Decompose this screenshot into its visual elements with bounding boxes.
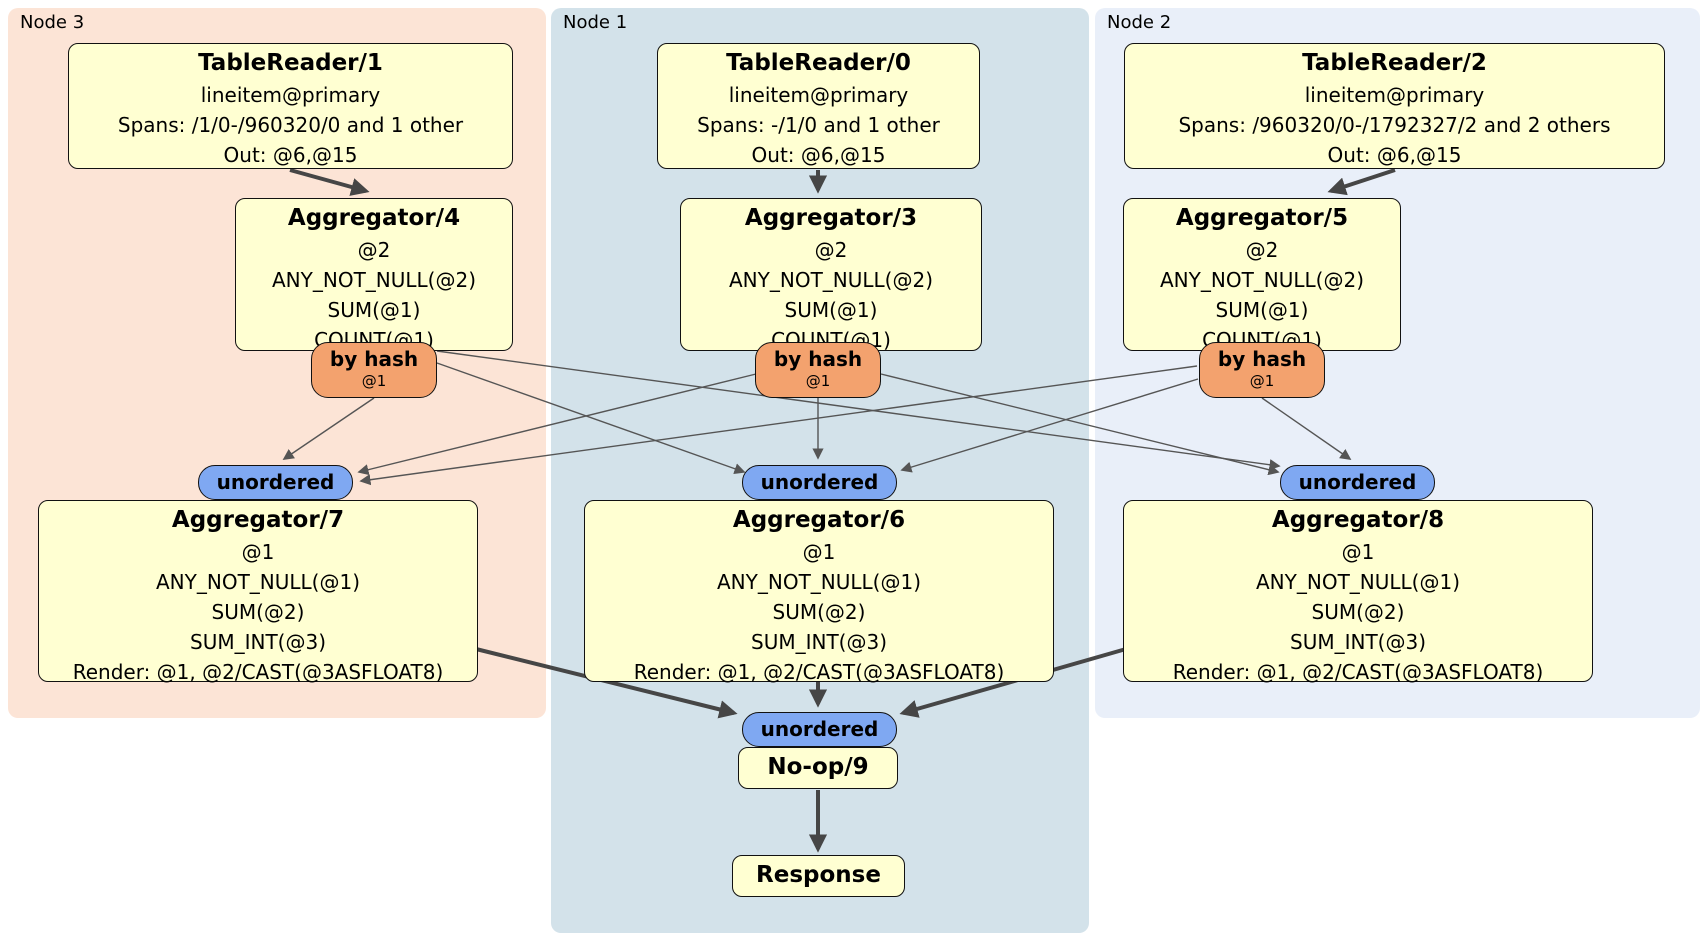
processor-detail: ANY_NOT_NULL(@1) bbox=[156, 570, 360, 594]
processor-title: Aggregator/4 bbox=[287, 205, 461, 231]
processor-detail: Spans: /1/0-/960320/0 and 1 other bbox=[117, 113, 464, 137]
processor-detail: @1 bbox=[241, 540, 275, 564]
processor-detail: SUM_INT(@3) bbox=[190, 630, 326, 654]
panel-node-1-label: Node 1 bbox=[563, 12, 628, 33]
processor-detail: lineitem@primary bbox=[200, 83, 381, 107]
processor-title: Aggregator/6 bbox=[732, 507, 906, 533]
processor-detail: ANY_NOT_NULL(@2) bbox=[729, 268, 933, 292]
processor-detail: @2 bbox=[1245, 238, 1279, 262]
processor-title: Aggregator/3 bbox=[744, 205, 918, 231]
unordered-sync-final: unordered bbox=[742, 712, 897, 747]
aggregator-4-box: Aggregator/4 @2 ANY_NOT_NULL(@2) SUM(@1)… bbox=[235, 198, 513, 352]
panel-node-3-label: Node 3 bbox=[20, 12, 85, 33]
router-label: by hash bbox=[329, 347, 419, 371]
processor-detail: SUM_INT(@3) bbox=[1290, 630, 1426, 654]
processor-detail: SUM(@2) bbox=[1311, 600, 1405, 624]
processor-detail: Render: @1, @2/CAST(@3ASFLOAT8) bbox=[72, 660, 444, 684]
processor-detail: Out: @6,@15 bbox=[751, 143, 886, 167]
by-hash-router-node3: by hash @1 bbox=[311, 342, 437, 398]
router-label: by hash bbox=[1217, 347, 1307, 371]
aggregator-7-box: Aggregator/7 @1 ANY_NOT_NULL(@1) SUM(@2)… bbox=[38, 500, 478, 684]
processor-detail: lineitem@primary bbox=[728, 83, 909, 107]
router-columns: @1 bbox=[805, 372, 831, 390]
processor-detail: SUM(@2) bbox=[772, 600, 866, 624]
unordered-sync-left: unordered bbox=[198, 465, 353, 500]
processor-title: TableReader/2 bbox=[1302, 50, 1487, 76]
processor-detail: Spans: -/1/0 and 1 other bbox=[697, 113, 940, 137]
processor-detail: @1 bbox=[802, 540, 836, 564]
router-columns: @1 bbox=[361, 372, 387, 390]
processor-detail: ANY_NOT_NULL(@2) bbox=[272, 268, 476, 292]
processor-detail: @1 bbox=[1341, 540, 1375, 564]
processor-detail: @2 bbox=[357, 238, 391, 262]
unordered-sync-center: unordered bbox=[742, 465, 897, 500]
processor-detail: @2 bbox=[814, 238, 848, 262]
unordered-sync-right: unordered bbox=[1280, 465, 1435, 500]
processor-detail: SUM(@1) bbox=[784, 298, 878, 322]
router-stream-edges bbox=[282, 350, 1352, 486]
by-hash-router-node2: by hash @1 bbox=[1199, 342, 1325, 398]
noop-box: No-op/9 bbox=[738, 747, 898, 789]
router-columns: @1 bbox=[1249, 372, 1275, 390]
processor-detail: SUM_INT(@3) bbox=[751, 630, 887, 654]
processor-detail: SUM(@1) bbox=[1215, 298, 1309, 322]
panel-node-2-label: Node 2 bbox=[1107, 12, 1172, 33]
aggregator-6-box: Aggregator/6 @1 ANY_NOT_NULL(@1) SUM(@2)… bbox=[584, 500, 1054, 684]
processor-title: No-op/9 bbox=[767, 754, 869, 780]
response-box: Response bbox=[732, 855, 905, 897]
processor-detail: Out: @6,@15 bbox=[223, 143, 358, 167]
processor-title: TableReader/1 bbox=[198, 50, 383, 76]
processor-detail: Render: @1, @2/CAST(@3ASFLOAT8) bbox=[633, 660, 1005, 684]
processor-title: Aggregator/5 bbox=[1175, 205, 1349, 231]
processor-detail: SUM(@2) bbox=[211, 600, 305, 624]
aggregator-3-box: Aggregator/3 @2 ANY_NOT_NULL(@2) SUM(@1)… bbox=[680, 198, 982, 352]
router-label: by hash bbox=[773, 347, 863, 371]
processor-detail: lineitem@primary bbox=[1304, 83, 1485, 107]
processor-title: Response bbox=[756, 862, 881, 888]
processor-detail: SUM(@1) bbox=[327, 298, 421, 322]
processor-detail: Render: @1, @2/CAST(@3ASFLOAT8) bbox=[1172, 660, 1544, 684]
by-hash-router-node1: by hash @1 bbox=[755, 342, 881, 398]
tablereader-1-box: TableReader/1 lineitem@primary Spans: /1… bbox=[68, 43, 513, 169]
processor-detail: ANY_NOT_NULL(@2) bbox=[1160, 268, 1364, 292]
tablereader-2-box: TableReader/2 lineitem@primary Spans: /9… bbox=[1124, 43, 1665, 169]
processor-detail: ANY_NOT_NULL(@1) bbox=[717, 570, 921, 594]
processor-detail: Out: @6,@15 bbox=[1327, 143, 1462, 167]
tablereader-0-box: TableReader/0 lineitem@primary Spans: -/… bbox=[657, 43, 980, 169]
processor-title: TableReader/0 bbox=[726, 50, 911, 76]
aggregator-5-box: Aggregator/5 @2 ANY_NOT_NULL(@2) SUM(@1)… bbox=[1123, 198, 1401, 352]
aggregator-8-box: Aggregator/8 @1 ANY_NOT_NULL(@1) SUM(@2)… bbox=[1123, 500, 1593, 684]
processor-detail: ANY_NOT_NULL(@1) bbox=[1256, 570, 1460, 594]
processor-detail: Spans: /960320/0-/1792327/2 and 2 others bbox=[1178, 113, 1611, 137]
processor-title: Aggregator/8 bbox=[1271, 507, 1445, 533]
processor-title: Aggregator/7 bbox=[171, 507, 345, 533]
